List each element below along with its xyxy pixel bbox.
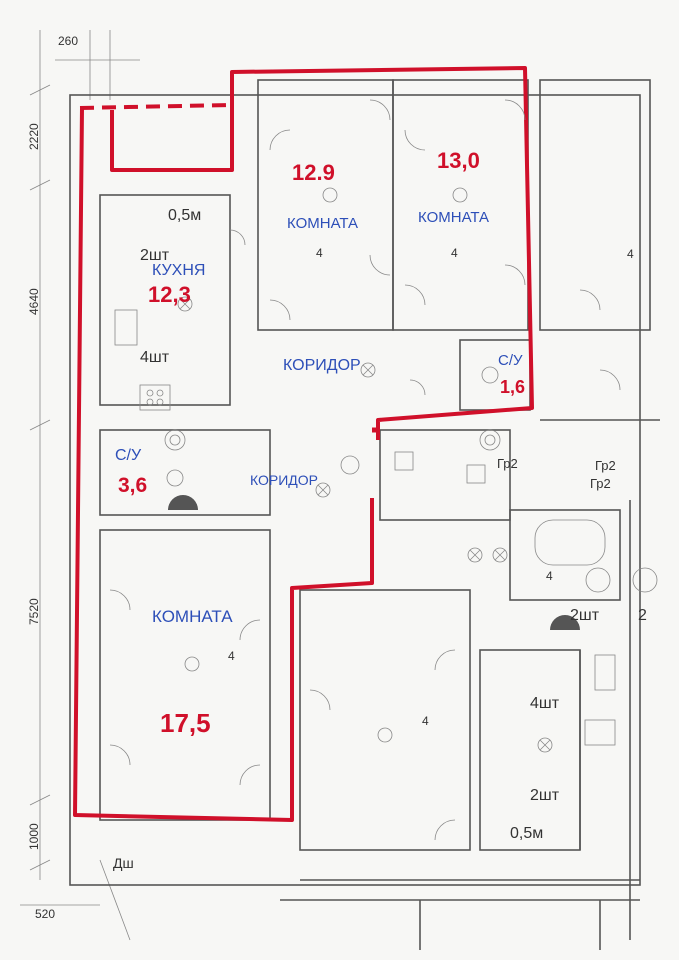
dim-7520: 7520 <box>27 598 41 625</box>
light-fixtures <box>177 187 553 753</box>
gr-label-2: Гр2 <box>595 458 616 473</box>
dim-bottom: 520 <box>35 907 55 921</box>
dim-4640: 4640 <box>27 288 41 315</box>
kitchen-balcony-size: 0,5м <box>168 207 201 224</box>
dim-top: 260 <box>58 34 78 48</box>
right-count-b: 2 <box>638 607 647 624</box>
dsh-label: Дш <box>113 855 134 871</box>
room2-label: КОМНАТА <box>418 209 489 226</box>
dimension-lines <box>20 30 140 941</box>
bath-large-label: С/У <box>115 447 142 464</box>
corridor2-label: КОРИДОР <box>250 472 318 488</box>
right-balcony-size: 0,5м <box>510 825 543 842</box>
light-4-d: 4 <box>422 714 429 728</box>
apartment-boundary <box>73 66 534 822</box>
dim-2220: 2220 <box>27 123 41 150</box>
kitchen-top-count: 2шт <box>140 247 170 264</box>
room3-label: КОМНАТА <box>152 607 233 626</box>
fixtures <box>114 309 658 746</box>
bath-small-label: С/У <box>498 352 523 369</box>
gr-label-3: Гр2 <box>590 476 611 491</box>
light-4-b: 4 <box>451 246 458 260</box>
room3-area: 17,5 <box>160 708 211 738</box>
dim-1000: 1000 <box>27 823 41 850</box>
right-count-d: 2шт <box>530 787 560 804</box>
light-4-e: 4 <box>546 569 553 583</box>
right-count-a: 2шт <box>570 607 600 624</box>
right-count-c: 4шт <box>530 695 560 712</box>
gr-label-1: Гр2 <box>497 456 518 471</box>
light-4-c: 4 <box>228 649 235 663</box>
bath-small-area: 1,6 <box>500 377 525 397</box>
building-walls <box>69 79 660 950</box>
light-4-a: 4 <box>316 246 323 260</box>
light-4-f: 4 <box>627 247 634 261</box>
corridor1-label: КОРИДОР <box>283 357 361 374</box>
kitchen-label: КУХНЯ <box>152 262 205 279</box>
room2-area: 13,0 <box>437 148 480 173</box>
bath-large-area: 3,6 <box>118 474 147 497</box>
kitchen-bottom-count: 4шт <box>140 349 170 366</box>
kitchen-area: 12,3 <box>148 282 191 307</box>
door-symbols <box>109 99 621 841</box>
room1-area: 12.9 <box>292 160 335 185</box>
room1-label: КОМНАТА <box>287 215 358 232</box>
